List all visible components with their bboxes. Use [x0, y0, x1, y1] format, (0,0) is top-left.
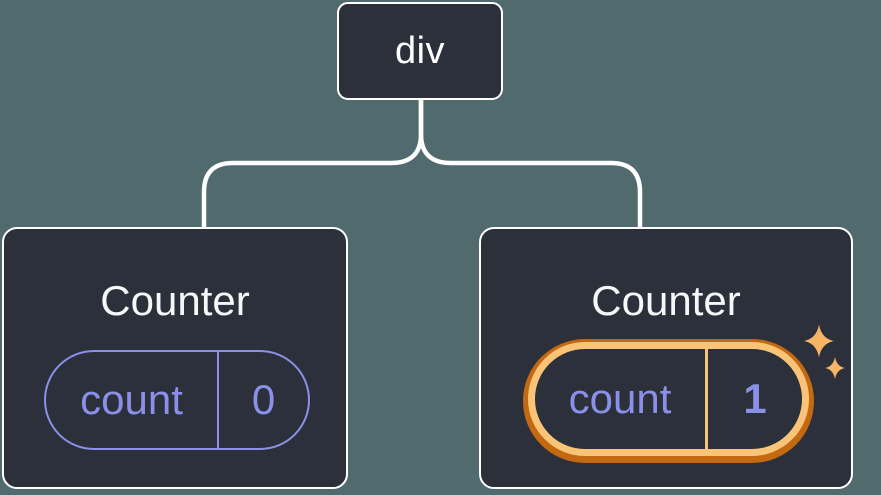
connector-right-branch: [418, 95, 643, 229]
state-value-cell: 1: [708, 349, 802, 449]
counter-node-right: Counter count 1: [479, 227, 853, 489]
state-value-cell: 0: [219, 352, 308, 448]
state-name-label: count: [568, 375, 672, 422]
state-value: 0: [251, 376, 276, 423]
counter-node-left: Counter count 0: [2, 227, 348, 489]
state-pill: count 0: [44, 350, 310, 450]
state-name-cell: count: [535, 349, 708, 449]
state-value: 1: [743, 375, 767, 422]
root-node-label: div: [394, 29, 446, 72]
component-title: Counter: [591, 277, 741, 324]
state-pill-highlighted: count 1: [528, 342, 809, 456]
state-name-cell: count: [46, 352, 219, 448]
state-name-label: count: [80, 376, 183, 423]
root-node: div: [337, 2, 503, 100]
connector-left-branch: [201, 95, 424, 229]
sparkle-icon: [804, 324, 845, 379]
component-title: Counter: [100, 277, 250, 324]
